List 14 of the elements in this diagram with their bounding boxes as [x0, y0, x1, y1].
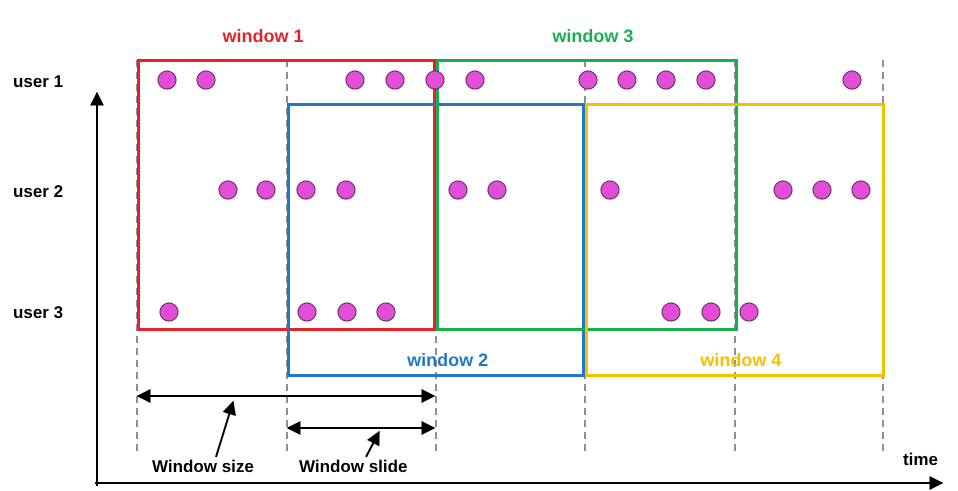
row-label: user 2	[13, 182, 64, 202]
window-box	[287, 103, 585, 377]
row-label: user 3	[13, 303, 64, 323]
window-box	[585, 103, 885, 377]
leader-arrow	[215, 400, 236, 458]
window-label: window 1	[222, 26, 304, 47]
annotation-text: Window slide	[299, 457, 408, 477]
axis-label: time	[903, 450, 938, 470]
window-label: window 4	[700, 350, 782, 371]
leader-arrow	[365, 430, 380, 458]
window-label: window 3	[552, 26, 634, 47]
window-label: window 2	[407, 350, 488, 371]
row-label: user 1	[13, 72, 64, 92]
annotation-text: Window size	[152, 457, 254, 477]
